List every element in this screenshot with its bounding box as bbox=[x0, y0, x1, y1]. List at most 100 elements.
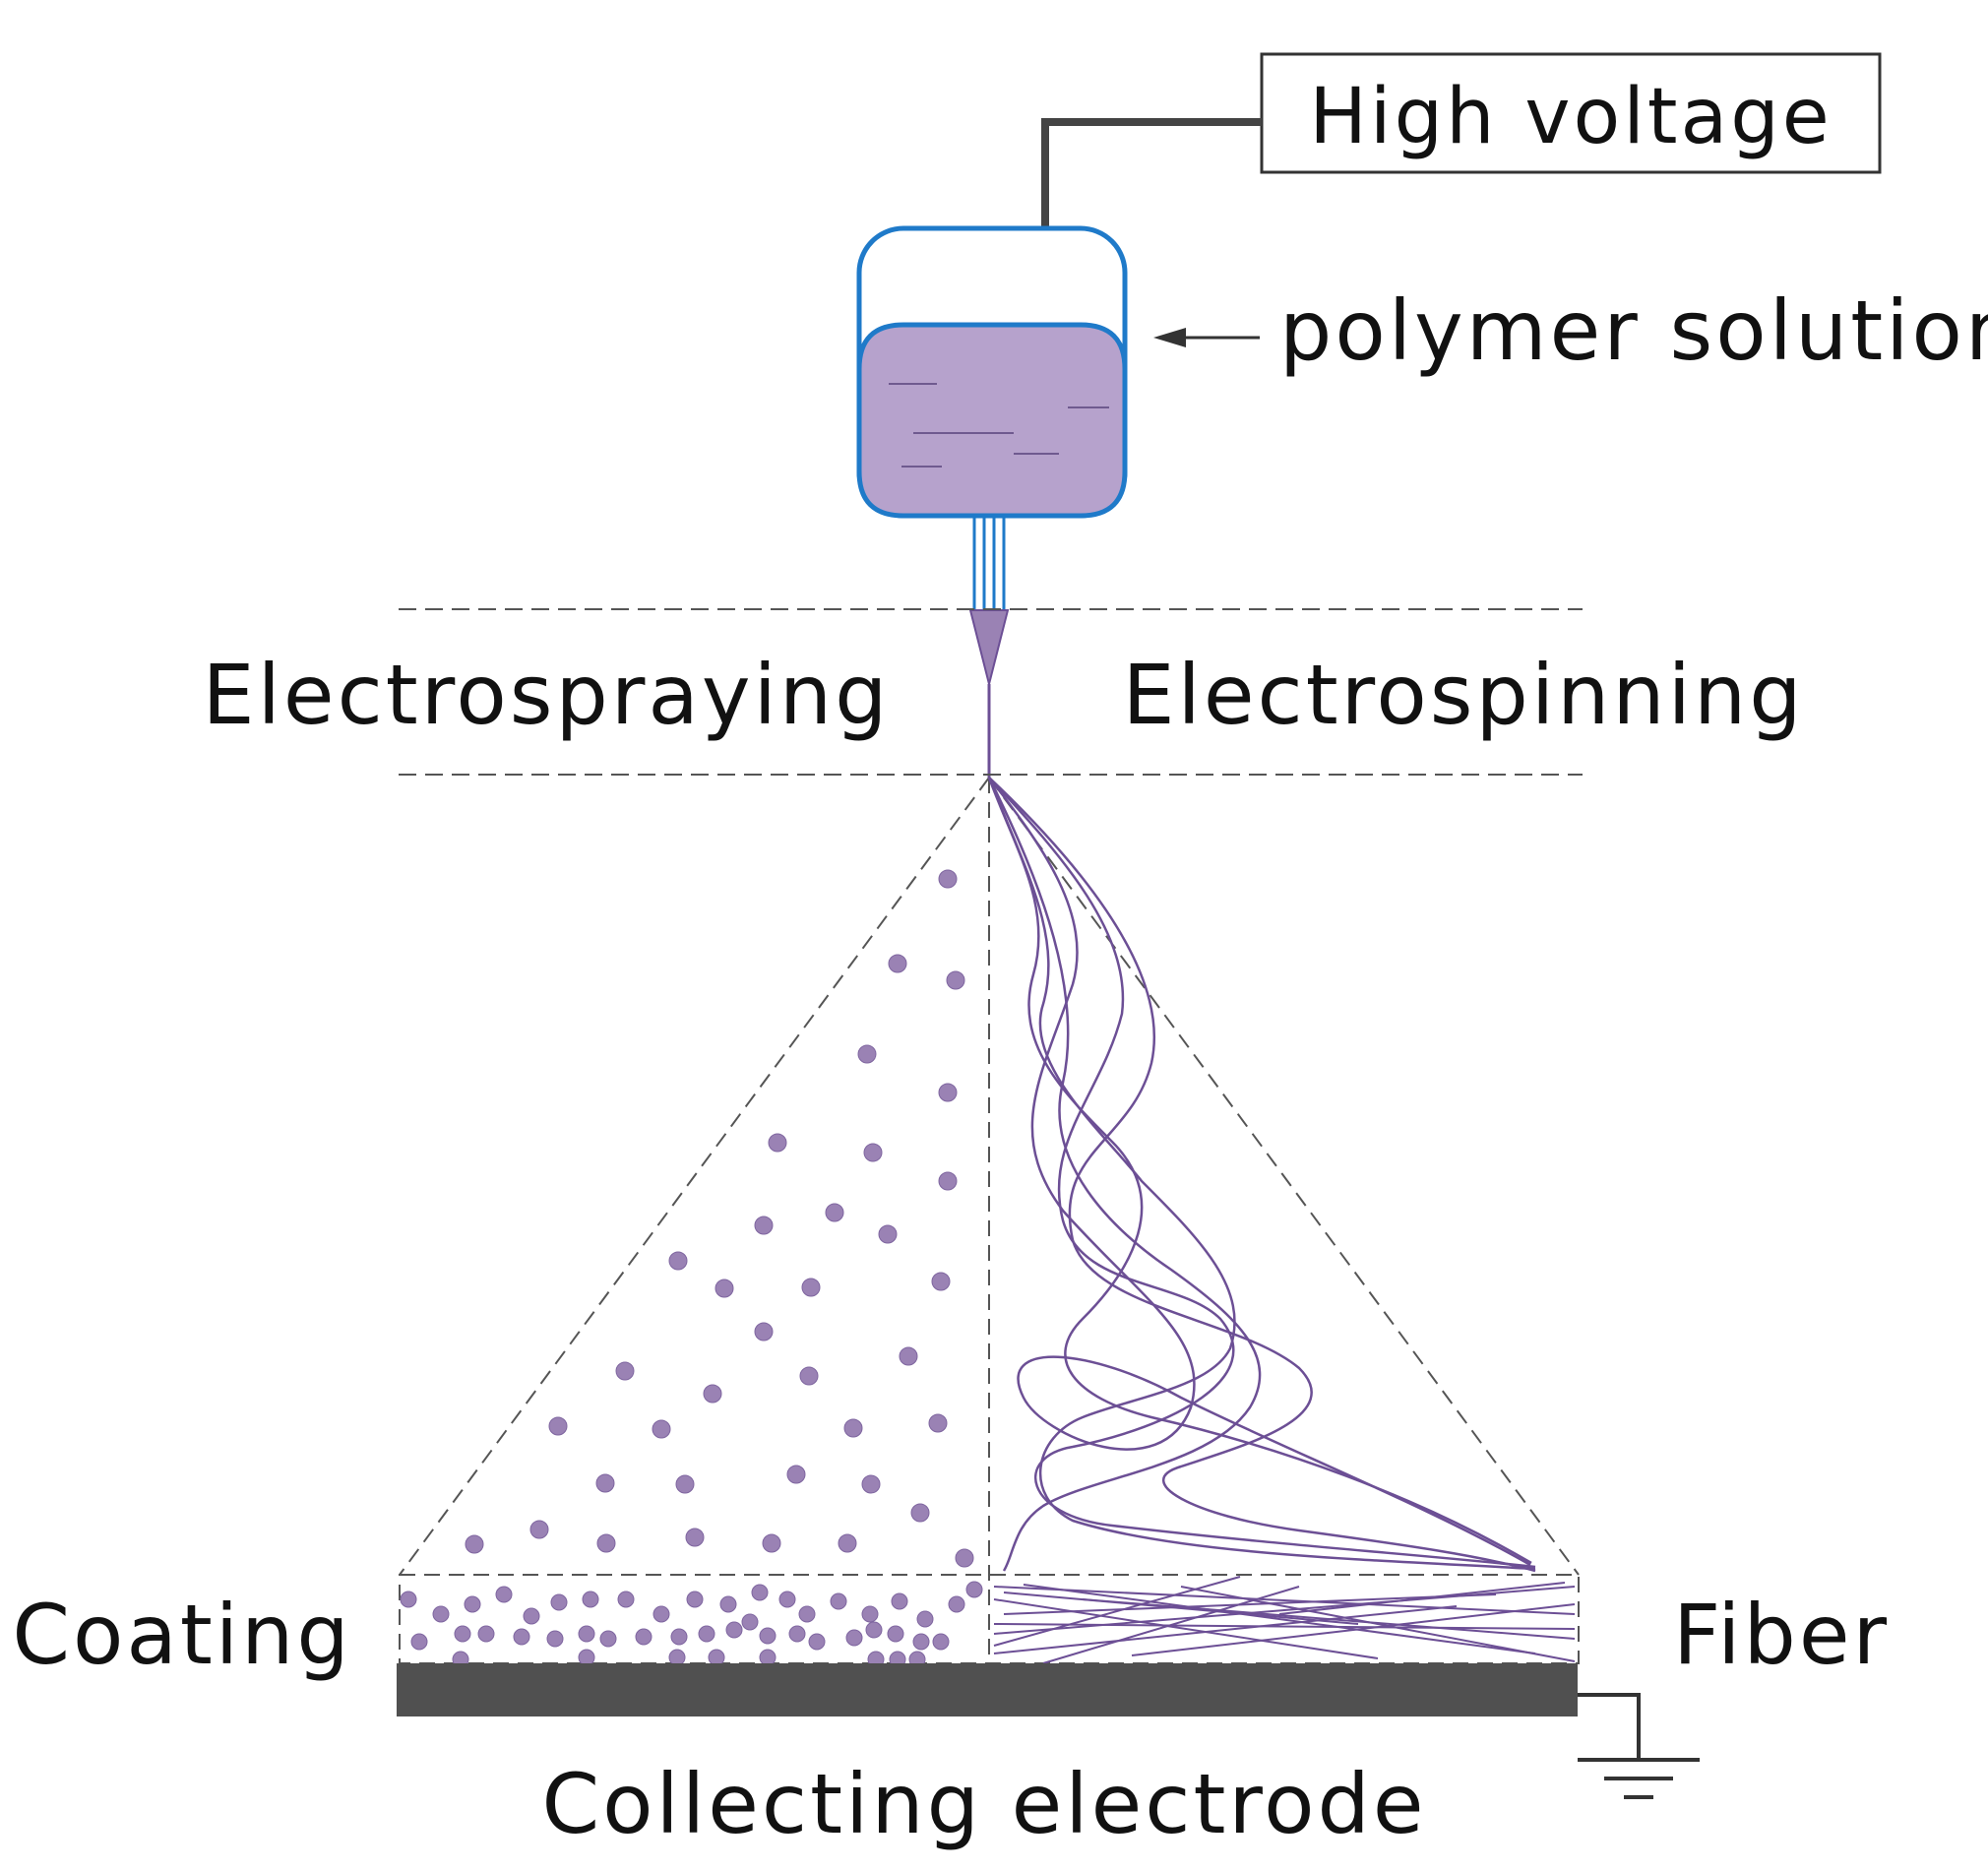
polymer-container bbox=[856, 225, 1128, 778]
collecting-electrode-plate bbox=[397, 1663, 1578, 1716]
coating-particle bbox=[670, 1628, 688, 1646]
spray-droplet bbox=[825, 1203, 844, 1222]
coating-particle bbox=[861, 1605, 879, 1623]
electrospinning-label: Electrospinning bbox=[1122, 647, 1804, 743]
high-voltage-box bbox=[1260, 52, 1882, 174]
spray-droplet bbox=[843, 1418, 863, 1438]
coating-particle bbox=[635, 1628, 652, 1646]
coating-particle bbox=[582, 1591, 599, 1608]
fiber-path-6 bbox=[987, 777, 1532, 1565]
coating-particle bbox=[698, 1625, 715, 1643]
fiber-path-4 bbox=[988, 777, 1536, 1573]
fiber-path-1 bbox=[988, 777, 1531, 1567]
spray-droplet bbox=[931, 1272, 951, 1291]
coating-particle bbox=[617, 1591, 635, 1608]
spray-droplet bbox=[615, 1361, 635, 1381]
coating-particle bbox=[550, 1593, 568, 1611]
coating-particle bbox=[686, 1591, 704, 1608]
coating-particle bbox=[523, 1607, 540, 1625]
coating-particle bbox=[477, 1625, 495, 1643]
coating-particle bbox=[759, 1649, 777, 1666]
coating-particle bbox=[599, 1630, 617, 1648]
spray-droplet bbox=[548, 1416, 568, 1436]
fiber-path-3 bbox=[987, 777, 1536, 1571]
coating-particle bbox=[916, 1610, 934, 1628]
spray-droplet bbox=[668, 1251, 688, 1271]
coating-particle bbox=[798, 1605, 816, 1623]
coating-particle bbox=[965, 1581, 983, 1598]
coating-particle bbox=[578, 1649, 595, 1666]
coating-particle bbox=[578, 1625, 595, 1643]
solution-surface-lines bbox=[889, 383, 1109, 468]
spray-droplet bbox=[754, 1322, 774, 1342]
spray-droplet bbox=[910, 1503, 930, 1523]
spray-droplet bbox=[801, 1278, 821, 1297]
spray-droplet bbox=[768, 1133, 787, 1153]
spray-droplet bbox=[465, 1534, 484, 1554]
coating-particle bbox=[778, 1591, 796, 1608]
spray-droplet bbox=[928, 1413, 948, 1433]
spray-droplet bbox=[529, 1520, 549, 1539]
ground-icon bbox=[1578, 1693, 1700, 1799]
coating-particle bbox=[668, 1649, 686, 1666]
spray-droplet bbox=[675, 1474, 695, 1494]
spray-droplet bbox=[595, 1473, 615, 1493]
coating-particle bbox=[652, 1605, 670, 1623]
coating-particle bbox=[830, 1592, 847, 1610]
high-voltage-source: High voltage bbox=[1260, 52, 1882, 174]
spray-droplet bbox=[703, 1384, 722, 1404]
spray-droplet bbox=[955, 1548, 974, 1568]
spray-droplet bbox=[938, 869, 958, 889]
spray-droplet bbox=[838, 1533, 857, 1553]
coating-particle bbox=[454, 1625, 471, 1643]
collecting-electrode-label: Collecting electrode bbox=[541, 1756, 1426, 1852]
polymer-solution-annotation: polymer solution bbox=[1153, 282, 1988, 379]
coating-particle bbox=[932, 1633, 950, 1651]
coating-particle bbox=[887, 1625, 904, 1643]
electrospraying-label: Electrospraying bbox=[203, 647, 891, 743]
fiber-mat bbox=[993, 1576, 1576, 1664]
spray-droplet bbox=[946, 970, 965, 990]
coating-particle bbox=[741, 1613, 759, 1631]
spray-droplet bbox=[714, 1279, 734, 1298]
coating-particle bbox=[788, 1625, 806, 1643]
coating-particle bbox=[546, 1630, 564, 1648]
spray-droplet bbox=[652, 1419, 671, 1439]
needle bbox=[972, 516, 1006, 610]
coating-particle bbox=[400, 1591, 417, 1608]
coating-particle bbox=[719, 1595, 737, 1613]
coating-particle bbox=[495, 1586, 513, 1603]
coating-particle bbox=[948, 1595, 965, 1613]
coating-particle bbox=[845, 1629, 863, 1647]
spray-droplet bbox=[938, 1083, 958, 1102]
spray-droplet bbox=[799, 1366, 819, 1386]
coating-particle bbox=[891, 1592, 908, 1610]
spray-droplet bbox=[685, 1528, 705, 1547]
spray-droplet bbox=[899, 1346, 918, 1366]
coating-particle bbox=[808, 1633, 826, 1651]
coating-particle bbox=[751, 1584, 769, 1601]
coating-particle bbox=[759, 1627, 777, 1645]
whipping-fibers bbox=[987, 777, 1536, 1573]
taylor-cone bbox=[968, 609, 1010, 685]
coating-label: Coating bbox=[12, 1587, 351, 1683]
spray-droplet bbox=[888, 954, 907, 973]
spray-cone-outline bbox=[399, 777, 1580, 1664]
fiber-label: Fiber bbox=[1673, 1587, 1890, 1683]
coating-particle bbox=[464, 1595, 481, 1613]
polymer-solution-fill bbox=[856, 322, 1128, 519]
coating-particle bbox=[725, 1621, 743, 1639]
high-voltage-label: High voltage bbox=[1309, 73, 1833, 161]
coating-particle bbox=[865, 1621, 883, 1639]
coating-particle bbox=[912, 1633, 930, 1651]
pointer-arrow-head bbox=[1153, 328, 1186, 347]
spray-droplet bbox=[938, 1171, 958, 1191]
spray-droplet bbox=[861, 1474, 881, 1494]
fiber-path-2 bbox=[988, 777, 1536, 1569]
polymer-solution-label: polymer solution bbox=[1279, 282, 1988, 379]
coating-particle bbox=[513, 1628, 530, 1646]
spray-droplet bbox=[754, 1216, 774, 1235]
spray-droplet bbox=[863, 1143, 883, 1162]
fiber-path-5 bbox=[987, 777, 1262, 1572]
